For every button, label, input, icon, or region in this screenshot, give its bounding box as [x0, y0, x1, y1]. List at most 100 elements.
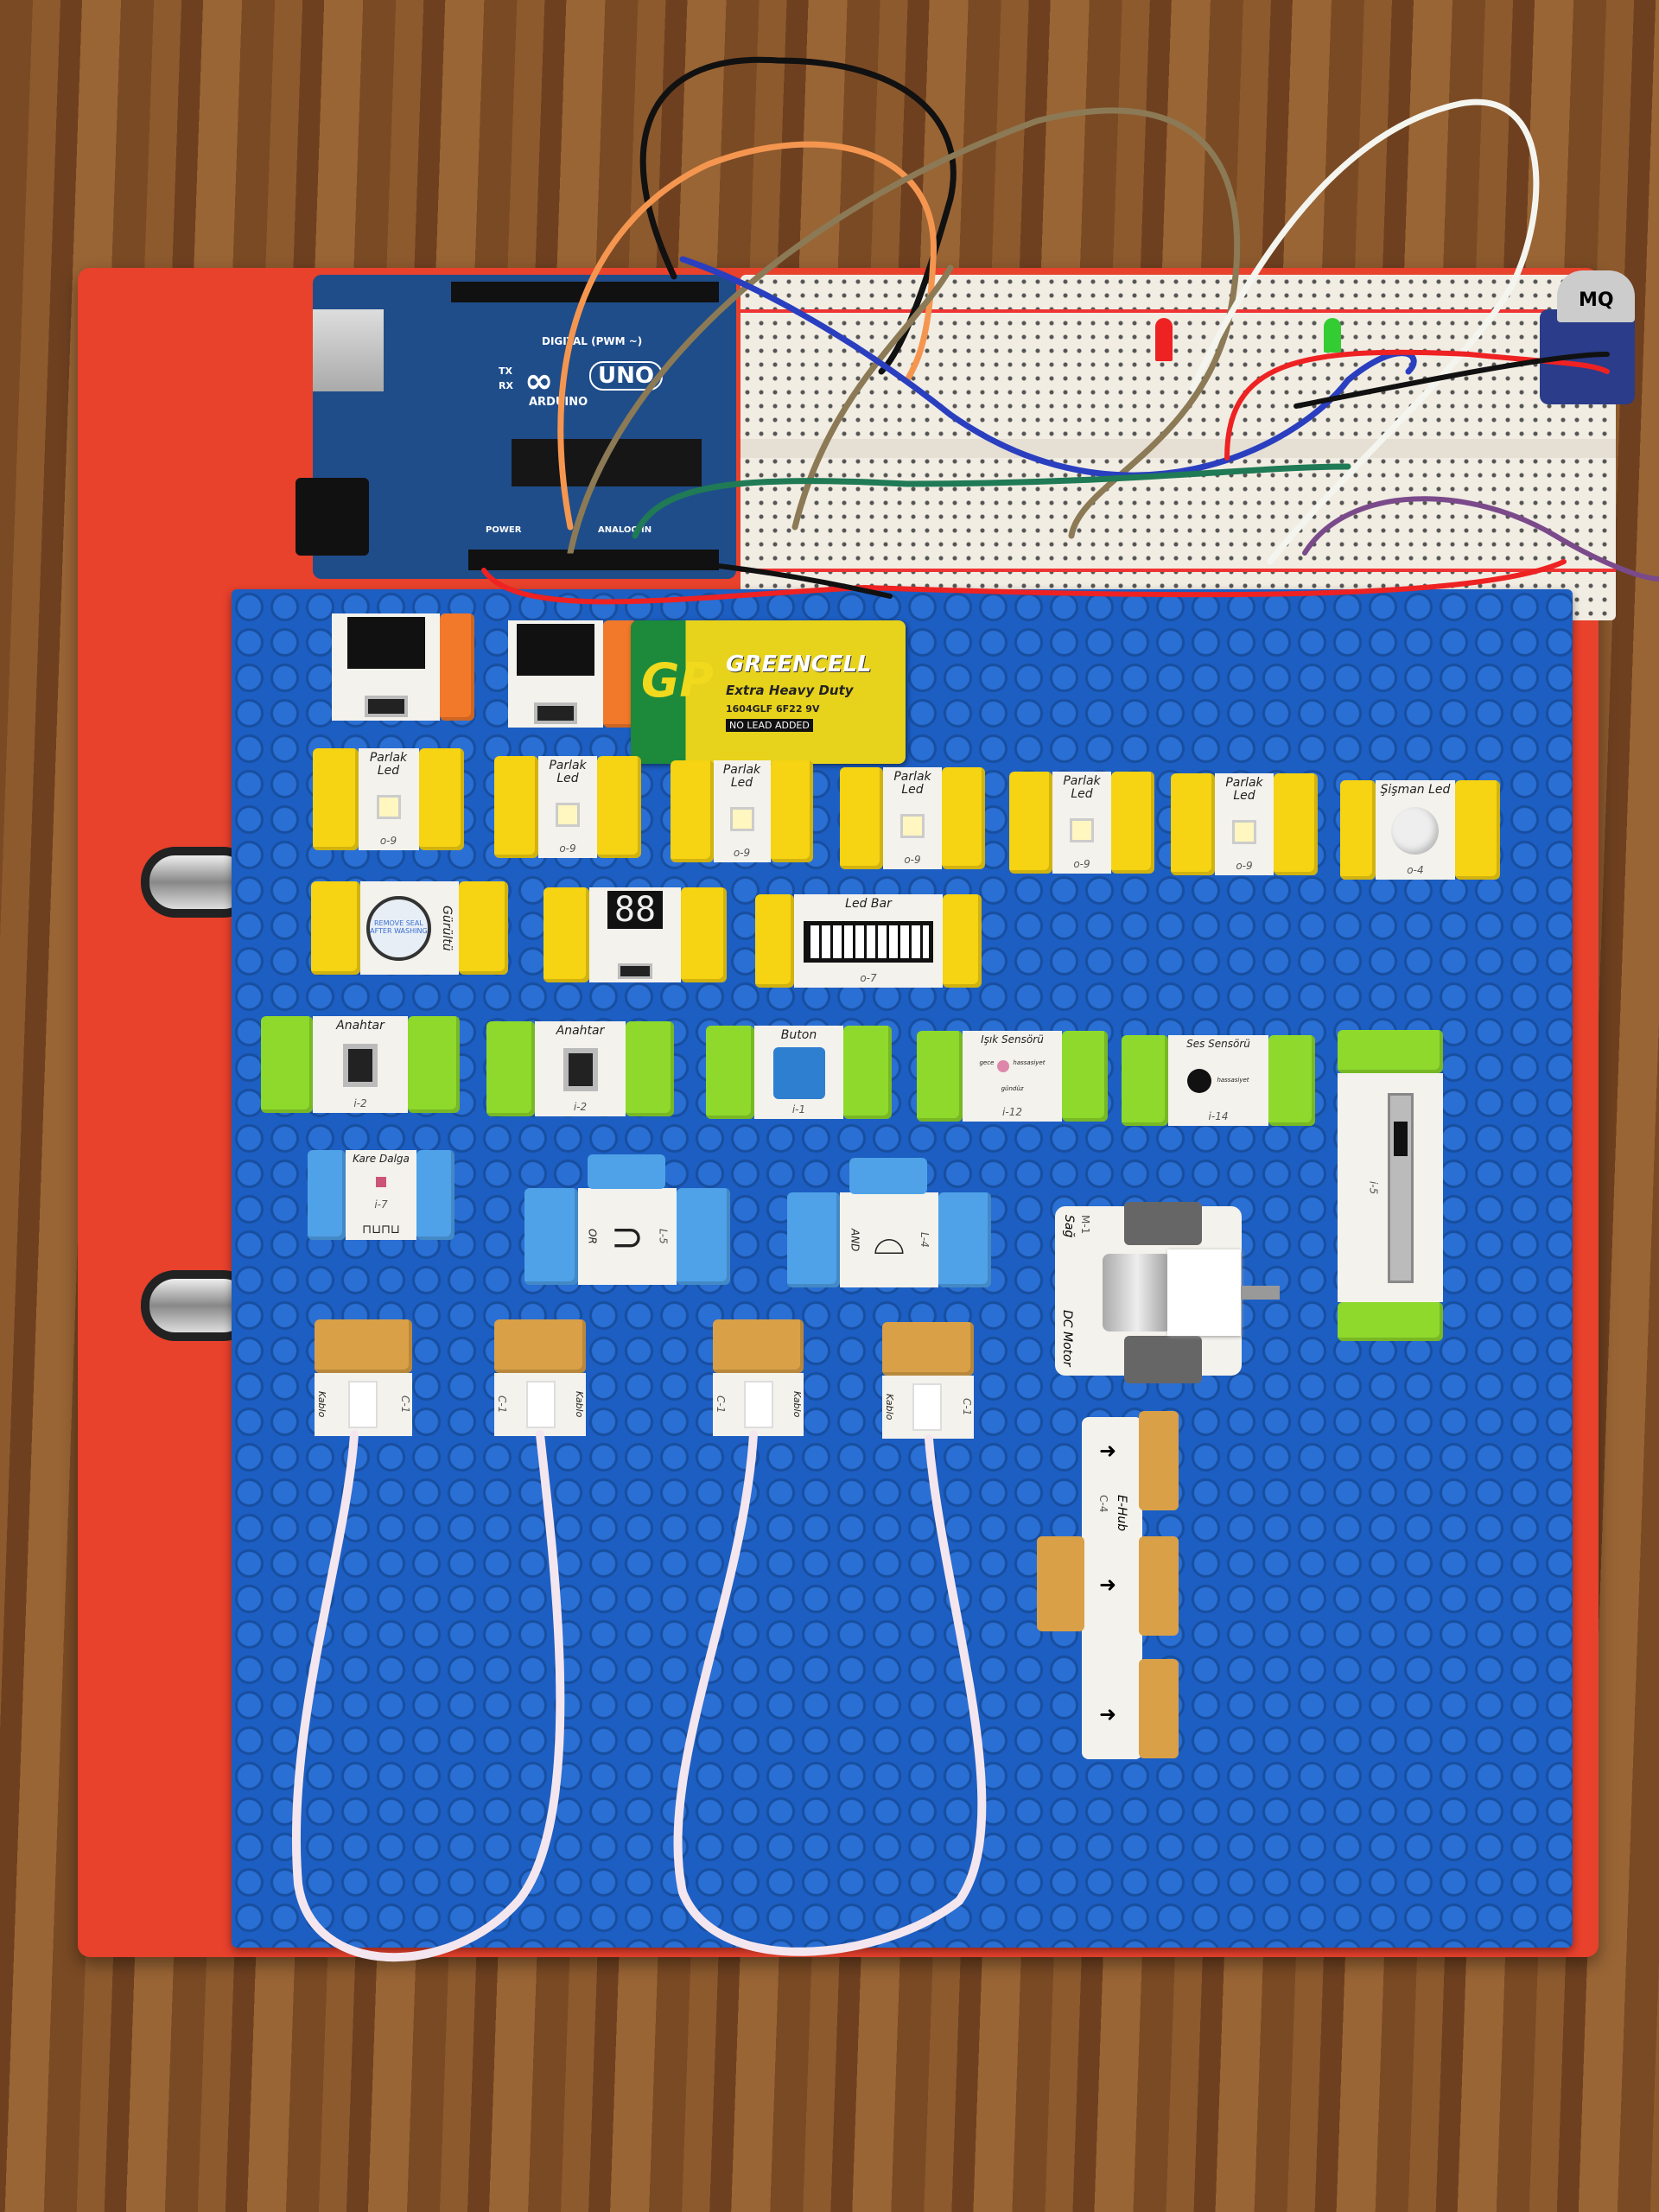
led-module: Parlak Led o-9	[494, 756, 641, 858]
and-gate-module: AND⌓L-4	[787, 1192, 991, 1287]
module-code: i-5	[1367, 1180, 1380, 1195]
module-code: i-7	[374, 1198, 388, 1211]
square-wave-icon: ⊓⊔⊓⊔	[362, 1222, 400, 1236]
power-module	[508, 620, 638, 728]
connector-icon	[744, 1381, 774, 1428]
blue-wire	[679, 256, 1417, 479]
module-code: C-1	[399, 1395, 411, 1414]
module-code: o-9	[559, 842, 576, 855]
motor-mount	[1167, 1249, 1241, 1336]
power-switch[interactable]	[364, 696, 408, 717]
module-code: o-9	[1236, 859, 1253, 872]
motor-shaft	[1241, 1286, 1280, 1300]
mode-switch[interactable]	[618, 963, 652, 979]
module-code: L-4	[918, 1232, 931, 1248]
brown-wire	[791, 264, 954, 531]
purple-wire	[1302, 496, 1659, 582]
module-code: o-9	[904, 853, 921, 866]
seven-segment-display: 88	[607, 891, 664, 929]
green-led	[1324, 318, 1341, 353]
black-wire	[481, 553, 893, 599]
night-label: gece	[979, 1058, 995, 1066]
power-module	[332, 613, 474, 721]
module-code: L-5	[657, 1229, 670, 1244]
cable-loop	[291, 1430, 565, 1962]
arrow-icon: ➜	[1099, 1439, 1117, 1463]
arrow-icon: ➜	[1099, 1702, 1117, 1726]
module-label: Parlak Led	[893, 770, 931, 798]
module-label: Anahtar	[556, 1024, 605, 1038]
led-bar-icon	[804, 921, 933, 963]
arduino-logo-icon: ∞	[524, 361, 554, 401]
battery-brand: GP	[641, 653, 714, 708]
slider-track[interactable]	[1387, 1092, 1414, 1283]
cable-loop	[673, 1430, 987, 1956]
module-label: Parlak Led	[1225, 776, 1263, 804]
direction-label: Sağ	[1062, 1215, 1076, 1238]
module-label: Parlak Led	[1063, 774, 1101, 802]
day-label: gündüz	[1001, 1084, 1024, 1092]
module-label: Parlak Led	[369, 751, 408, 779]
module-code: o-9	[733, 846, 751, 859]
module-label: Anahtar	[336, 1019, 385, 1033]
motor-icon	[1103, 1254, 1172, 1332]
module-label: Kablo	[884, 1394, 896, 1421]
push-button[interactable]	[772, 1047, 825, 1100]
slide-switch[interactable]	[563, 1048, 598, 1092]
slider-knob[interactable]	[1393, 1121, 1408, 1156]
connector-icon	[347, 1381, 378, 1428]
led-icon	[1232, 819, 1256, 844]
center-channel	[741, 439, 1616, 458]
led-module: Parlak Led o-9	[671, 760, 813, 862]
usb-port	[313, 309, 384, 391]
connector-icon	[525, 1381, 556, 1428]
red-led	[1155, 318, 1173, 361]
microphone-icon	[1187, 1068, 1212, 1093]
led-icon	[1070, 817, 1094, 842]
led-module: Parlak Led o-9	[1009, 772, 1154, 874]
battery-note: NO LEAD ADDED	[726, 719, 813, 732]
gas-sensor-label: MQ	[1557, 270, 1635, 322]
orange-wire	[557, 141, 937, 531]
module-code: C-4	[1097, 1495, 1109, 1513]
breadboard: MQ	[741, 270, 1635, 620]
red-wire	[1224, 349, 1610, 461]
red-wire	[481, 559, 1567, 605]
buzzer-icon: REMOVE SEAL AFTER WASHING	[365, 895, 431, 961]
green-wire	[632, 463, 1351, 539]
big-led-icon	[1391, 807, 1440, 855]
black-wire	[1294, 352, 1610, 409]
photoresistor-icon	[997, 1059, 1010, 1072]
arrow-icon: ➜	[1099, 1573, 1117, 1597]
sensitivity-label: hassasiyet	[1217, 1076, 1249, 1084]
power-switch[interactable]	[534, 702, 577, 724]
module-code: o-9	[1073, 857, 1090, 870]
module-label: Kablo	[791, 1391, 803, 1418]
battery-type: Extra Heavy Duty	[726, 683, 854, 698]
module-code: o-4	[1407, 863, 1424, 876]
battery-model: 1604GLF 6F22 9V	[726, 703, 820, 715]
led-module: Parlak Led o-9	[1171, 773, 1318, 875]
module-code: i-1	[791, 1103, 806, 1116]
9v-battery: GP GREENCELL Extra Heavy Duty 1604GLF 6F…	[631, 620, 906, 764]
module-label: Parlak Led	[722, 763, 761, 791]
module-code: C-1	[496, 1395, 509, 1414]
module-label: Ses Sensörü	[1186, 1038, 1250, 1050]
module-label: Parlak Led	[549, 759, 587, 786]
seven-segment-module: 88	[543, 887, 727, 982]
power-rail	[741, 309, 1616, 313]
lego-brick	[588, 1154, 665, 1189]
module-label: OR	[586, 1229, 599, 1244]
slide-switch[interactable]	[343, 1044, 378, 1088]
module-label: Işık Sensörü	[981, 1033, 1044, 1046]
module-code: i-12	[1002, 1105, 1022, 1118]
